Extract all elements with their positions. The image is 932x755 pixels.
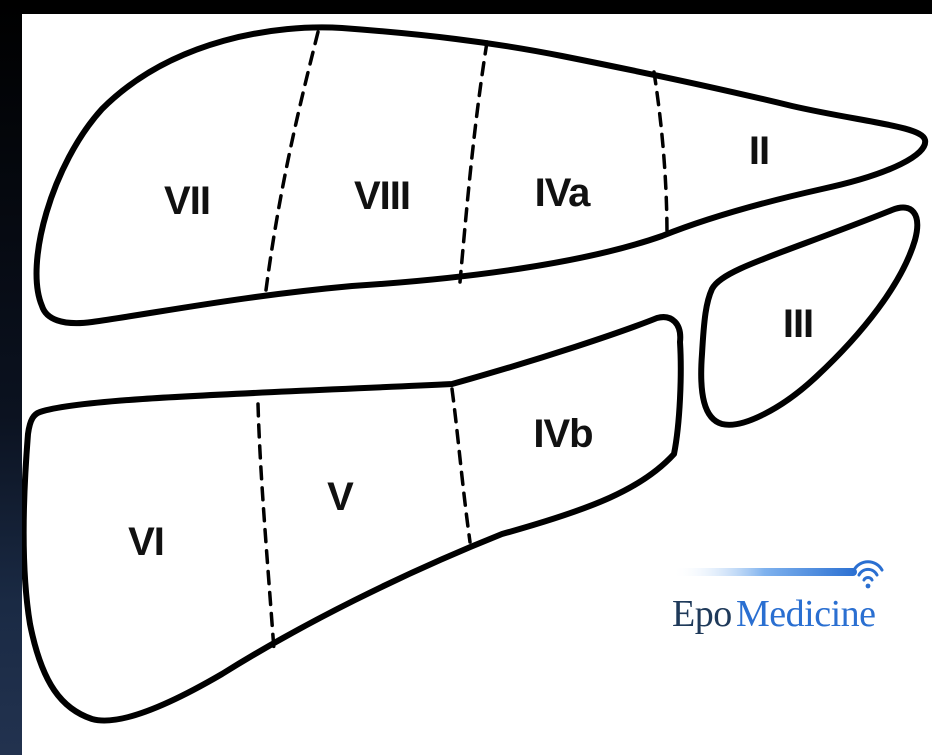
label-segment-iii: III	[783, 302, 813, 346]
logo-text-epo: Epo	[672, 592, 732, 636]
label-segment-iva: IVa	[535, 171, 592, 215]
label-segment-ivb: IVb	[533, 412, 592, 456]
logo-text-medicine: Medicine	[736, 592, 876, 636]
label-segment-ii: II	[749, 129, 769, 173]
label-segment-v: V	[327, 475, 354, 519]
label-segment-vii: VII	[164, 179, 210, 223]
wifi-signal-icon	[848, 556, 888, 592]
label-segment-viii: VIII	[354, 174, 410, 218]
epomedicine-logo: Epo Medicine	[672, 554, 912, 644]
left-edge-strip	[0, 0, 22, 755]
label-segment-vi: VI	[128, 520, 164, 564]
diagram-canvas: VII VIII IVa II III IVb V VI	[22, 14, 932, 755]
